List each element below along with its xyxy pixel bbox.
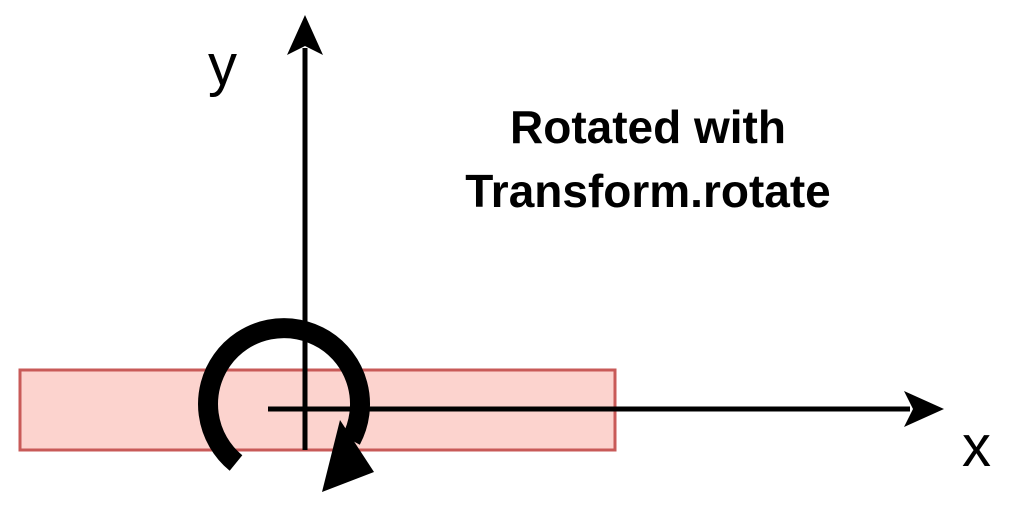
- diagram-title: Rotated with Transform.rotate: [465, 101, 831, 217]
- y-axis-arrowhead-icon: [287, 15, 323, 55]
- y-axis: y: [208, 15, 323, 450]
- y-axis-label: y: [208, 33, 237, 98]
- rotation-arrowhead-icon: [322, 420, 374, 492]
- rotation-arrow-icon: [198, 318, 374, 492]
- x-axis-arrowhead-icon: [904, 391, 944, 427]
- x-axis: x: [268, 391, 991, 479]
- x-axis-label: x: [962, 414, 991, 479]
- title-line-2: Transform.rotate: [465, 165, 831, 217]
- title-line-1: Rotated with: [510, 101, 786, 153]
- rotation-arc: [198, 318, 370, 471]
